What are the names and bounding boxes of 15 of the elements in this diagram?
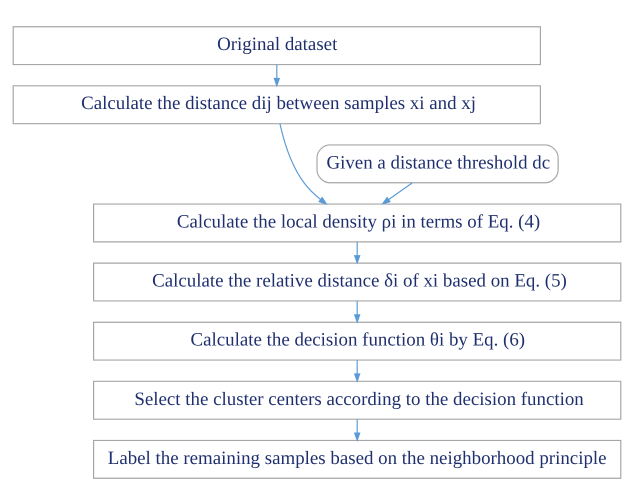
node-box: Calculate the decision function θi by Eq. (6) (93, 321, 622, 360)
arrow (381, 182, 412, 204)
arrow (274, 64, 280, 87)
node-box: Select the cluster centers according to the decision function (93, 380, 622, 420)
node-box: Calculate the relative distance δi of xi based on Eq. (5) (93, 262, 622, 302)
node-box: Given a distance threshold dc (316, 144, 559, 183)
node-box: Label the remaining samples based on the neighborhood principle (93, 439, 622, 478)
node-box: Calculate the distance dij between samples xi and xj (12, 84, 541, 124)
arrow (354, 300, 360, 324)
node-box: Calculate the local density ρi in terms of Eq. (4) (93, 202, 622, 242)
node-box: Original dataset (12, 26, 541, 65)
arrow (279, 123, 328, 204)
arrow (354, 242, 360, 264)
arrow (354, 360, 360, 382)
arrow (354, 418, 360, 442)
